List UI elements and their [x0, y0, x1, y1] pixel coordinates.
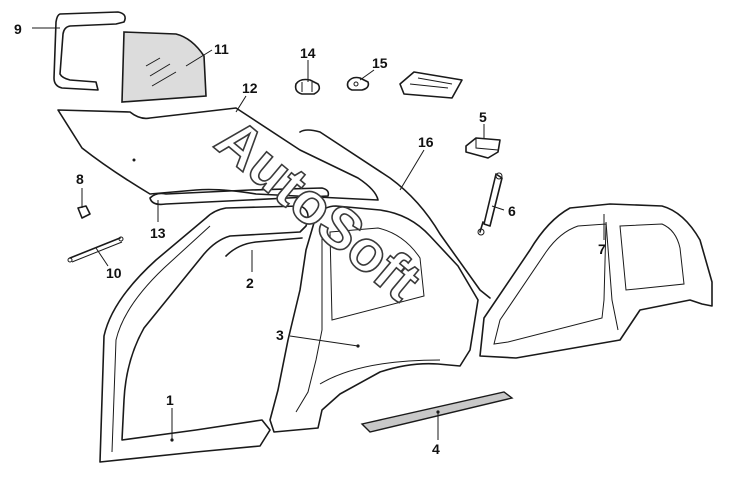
- watermark-text: AutoSoft: [204, 106, 433, 313]
- callout-4: 4: [432, 441, 440, 457]
- callout-3: 3: [276, 327, 284, 343]
- leader-lines: [32, 27, 605, 442]
- watermark: AutoSoft: [203, 105, 434, 314]
- part-3-body-panel: [269, 205, 479, 433]
- callout-2: 2: [246, 275, 254, 291]
- part-7-body-frame: [479, 203, 713, 359]
- part-13-roof-rail: [149, 187, 330, 206]
- part-15-clip: [346, 76, 370, 91]
- part-14-lamp: [294, 78, 321, 95]
- callout-12: 12: [242, 80, 258, 96]
- callout-7: 7: [598, 241, 606, 257]
- callout-13: 13: [150, 225, 166, 241]
- callout-6: 6: [508, 203, 516, 219]
- callout-8: 8: [76, 171, 84, 187]
- dome-light-housing: [399, 71, 463, 99]
- callout-16: 16: [418, 134, 434, 150]
- callout-11: 11: [214, 41, 229, 57]
- part-8-grommet: [77, 205, 91, 219]
- callout-1: 1: [166, 392, 174, 408]
- part-6-gas-strut: [477, 172, 503, 236]
- part-11-quarter-glass: [121, 31, 207, 103]
- part-16-door-seal: [299, 129, 491, 299]
- callout-14: 14: [300, 45, 316, 61]
- callout-labels: 9 11 12 14 15 5 16 8 6 13 7 10 2 3 1 4: [14, 21, 606, 457]
- callout-15: 15: [372, 55, 388, 71]
- part-10-cable: [67, 236, 124, 263]
- callout-10: 10: [106, 265, 122, 281]
- part-9-glass-seal: [53, 11, 126, 91]
- callout-5: 5: [479, 109, 487, 125]
- part-2-trim-strip: [225, 237, 303, 257]
- callout-9: 9: [14, 21, 22, 37]
- part-5-bracket: [465, 137, 501, 159]
- part-1-side-panel: [99, 205, 309, 463]
